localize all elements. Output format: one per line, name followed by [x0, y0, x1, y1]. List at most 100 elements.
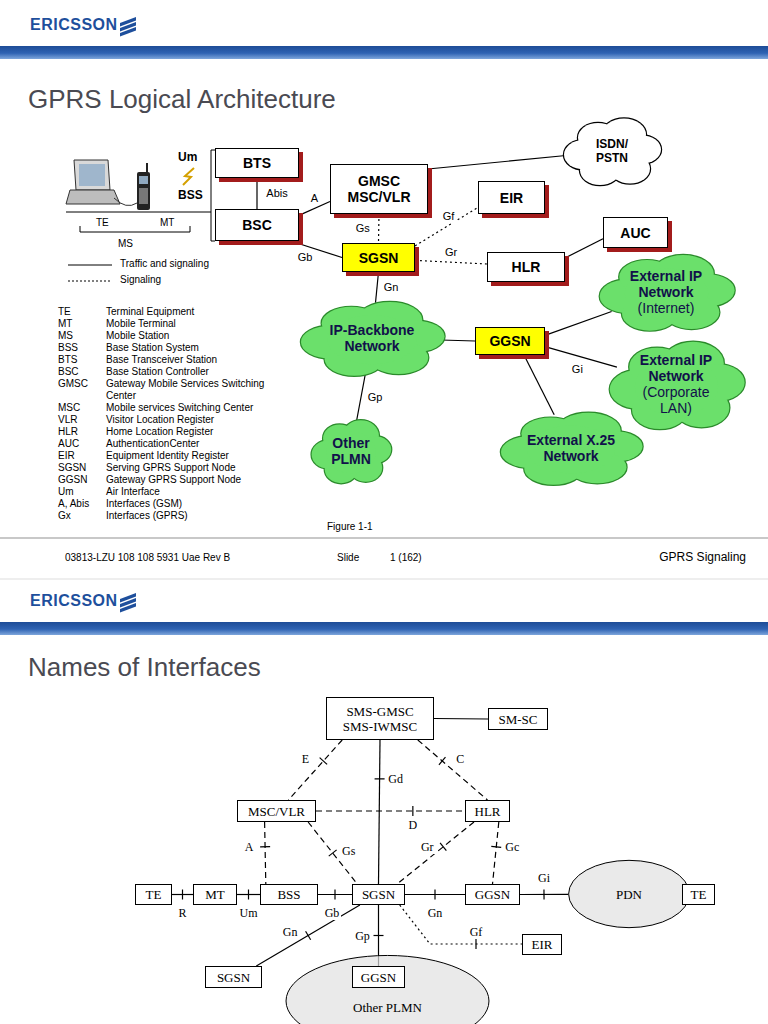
abbreviation-meaning: Mobile Station [106, 330, 292, 342]
interface-tick [260, 846, 270, 847]
abbreviation-meaning: Base Station Controller [106, 366, 292, 378]
interface-tick [320, 758, 327, 765]
interface-label: D [407, 818, 420, 832]
interface-tick [248, 890, 249, 900]
node-text: External IP Network [626, 352, 726, 384]
network-node: GMSC MSC/VLR [330, 164, 428, 214]
interface-tick [439, 757, 446, 765]
footer-rule [0, 537, 768, 539]
abbreviation-meaning: Base Station System [106, 342, 292, 354]
network-cloud: External IP Network(Internet) [597, 250, 736, 334]
interface-label: Gr [443, 246, 459, 259]
interface-label: Gb [323, 906, 342, 920]
node-text: SM-SC [498, 712, 537, 727]
interface-label: Gs [340, 844, 357, 858]
node-text: HLR [475, 804, 501, 819]
interface-label: Um [178, 150, 197, 164]
network-node: SGSN [352, 884, 405, 905]
interface-line [378, 214, 380, 243]
phone-keypad [139, 188, 148, 204]
interface-label: Gp [353, 929, 372, 943]
node-text: Other PLMN [324, 435, 379, 467]
interface-label: Gc [503, 840, 521, 854]
network-ellipse-shape [286, 955, 489, 1024]
node-subtext: (Internet) [638, 300, 695, 316]
ms-line [66, 212, 211, 213]
network-node: SGSN [342, 243, 415, 272]
radio-lightning [183, 168, 194, 185]
node-text: External X.25 Network [521, 432, 621, 464]
node-text: SGSN [359, 250, 399, 266]
logo-text: ERICSSON [30, 16, 118, 34]
interface-label: Gn [382, 281, 401, 294]
interface-label: E [300, 752, 311, 766]
abbreviation-meaning: AuthenticationCenter [106, 438, 292, 450]
interface-tick [412, 806, 413, 816]
node-text: SMS-GMSC SMS-IWMSC [335, 704, 425, 734]
network-node: HLR [487, 252, 565, 282]
legend-text: Signaling [120, 274, 161, 285]
interface-label: Gs [354, 222, 372, 235]
network-cloud: External X.25 Network [498, 408, 644, 488]
network-ellipse: Other PLMN GGSN [285, 955, 490, 1024]
abbreviation: A, Abis [58, 498, 106, 510]
phone-display [139, 176, 148, 184]
node-text: Other PLMN [353, 1000, 422, 1015]
network-node: GGSN [475, 327, 545, 355]
interface-label: Gd [386, 772, 405, 786]
node-text: GGSN [475, 887, 510, 902]
phone-antenna [146, 163, 148, 172]
interface-tick [440, 843, 446, 851]
interface-tick [374, 935, 384, 936]
node-text: EIR [500, 190, 523, 206]
interface-tick [375, 778, 385, 779]
network-node: AUC [603, 217, 668, 248]
abbreviation-meaning: Air Interface [106, 486, 292, 498]
abbreviation: Gx [58, 510, 106, 522]
node-text: SGSN [217, 970, 250, 985]
abbreviation-meaning: Mobile services Switching Center [106, 402, 292, 414]
interface-line [524, 355, 554, 415]
network-node: GGSN [465, 884, 520, 905]
node-text: GGSN [361, 970, 396, 985]
interface-line [357, 373, 366, 421]
interface-label: Gi [536, 871, 552, 885]
interface-line [316, 810, 465, 811]
footer-title: GPRS Signaling [659, 550, 746, 564]
abbreviation: GGSN [58, 474, 106, 486]
interface-tick [543, 889, 544, 899]
node-text: GGSN [489, 333, 530, 349]
interface-label: R [176, 906, 188, 920]
node-text: TE [146, 887, 162, 902]
interface-label: A [243, 840, 256, 854]
abbreviation: EIR [58, 450, 106, 462]
network-node: TE [135, 884, 172, 905]
logo-stripe [120, 27, 136, 37]
node-text: SGSN [362, 887, 395, 902]
bracket-label: MS [118, 238, 133, 249]
node-text: AUC [620, 225, 650, 241]
abbreviation: BTS [58, 354, 106, 366]
interface-label: Um [238, 906, 260, 920]
laptop-display [79, 164, 105, 186]
legend-text: Traffic and signaling [120, 258, 209, 269]
interface-tick [475, 939, 476, 949]
network-node: EIR [522, 934, 562, 955]
interface-line [493, 822, 499, 884]
interface-line [256, 178, 257, 209]
logo-icon [120, 17, 136, 37]
node-text: MT [205, 887, 225, 902]
network-ellipse-shape [569, 860, 690, 927]
slide-number: 1 (162) [390, 552, 422, 563]
network-node: SM-SC [488, 708, 548, 730]
interface-tick [491, 846, 501, 847]
node-text: BTS [243, 155, 271, 171]
phone-body [137, 172, 150, 210]
node-text: IP-Backbone Network [322, 322, 422, 354]
interface-line [441, 340, 475, 341]
interface-tick [306, 931, 311, 940]
interface-line [376, 272, 379, 303]
network-ellipse: PDN [568, 860, 690, 928]
device-label: TE [96, 217, 109, 228]
